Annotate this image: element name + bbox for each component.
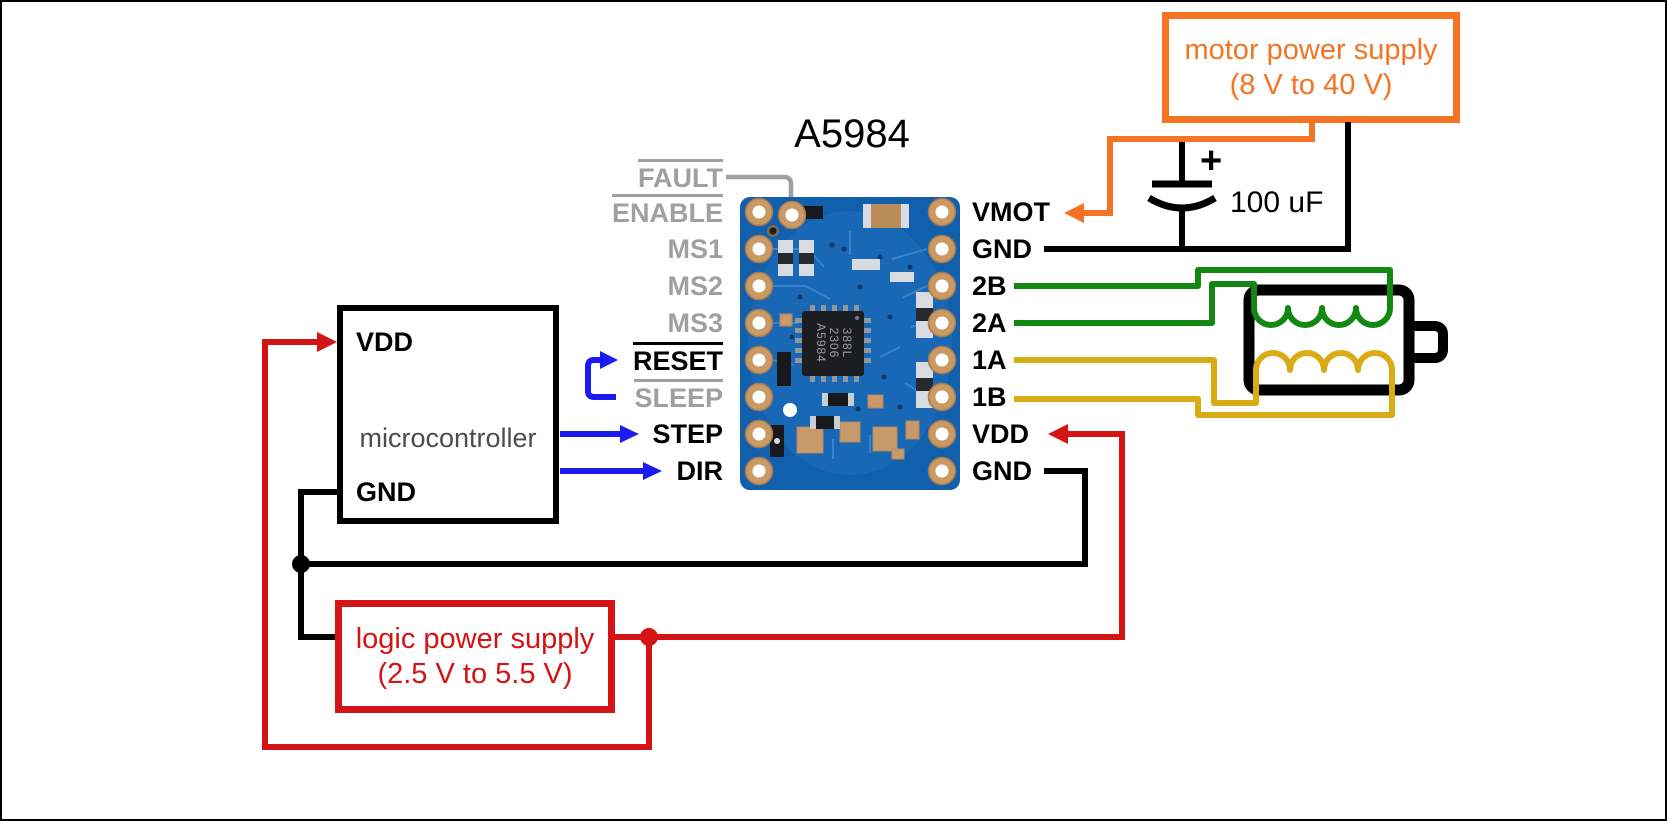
logic-junction-dot [640, 628, 658, 646]
pin-label-ms2: MS2 [667, 271, 723, 301]
wire-mcu-gnd [298, 489, 339, 640]
pin-label-dir: DIR [676, 456, 724, 486]
wire-sleep-to-reset [585, 357, 616, 400]
control-wires [560, 357, 647, 474]
motor-supply-line2: (8 V to 40 V) [1229, 68, 1393, 101]
pin-label-reset: RESET [632, 342, 723, 376]
smd-diode-left [777, 352, 791, 386]
pin-label-fault-text: FAULT [638, 159, 723, 193]
pin-label-2a: 2A [972, 308, 1007, 338]
gnd-junction-dot [292, 555, 310, 573]
pin-label-1b: 1B [972, 382, 1007, 412]
chip-title: A5984 [794, 112, 910, 156]
driver-ic: 388L 2306 A5984 [795, 305, 871, 382]
logic-supply-line1: logic power supply [355, 622, 595, 655]
driver-board: 388L 2306 A5984 [740, 197, 960, 490]
wire-2a [1014, 281, 1257, 326]
wire-2b [1014, 267, 1393, 308]
smd-small-2 [890, 272, 914, 282]
motor-power-supply-box: motor power supply (8 V to 40 V) [1162, 12, 1460, 123]
smd-mid-2 [810, 416, 840, 429]
vmot-arrowhead [1064, 203, 1084, 223]
logic-supply-line2: (2.5 V to 5.5 V) [377, 657, 573, 690]
motor-body [1243, 284, 1415, 396]
wire-1b [1014, 370, 1395, 418]
wire-1a [1014, 357, 1259, 406]
logic-power-supply-box: logic power supply (2.5 V to 5.5 V) [335, 600, 615, 713]
pin-label-reset-text: RESET [632, 342, 723, 376]
microcontroller-box: VDD microcontroller GND [337, 305, 559, 524]
pin-label-enable: ENABLE [611, 194, 723, 228]
pin-label-step: STEP [652, 419, 723, 449]
coil-yellow [1253, 350, 1395, 373]
capacitor-symbol [1147, 180, 1217, 212]
smd-small-1 [852, 259, 880, 270]
pin-label-1a: 1A [972, 345, 1007, 375]
coil1-wires [1014, 350, 1395, 418]
capacitor-plate-bottom [1147, 194, 1217, 212]
driver-vdd-arrowhead [1048, 424, 1068, 444]
motor-supply-line1: motor power supply [1184, 33, 1438, 66]
pin-label-2b: 2B [972, 271, 1007, 301]
pin-label-ms1: MS1 [667, 234, 723, 264]
mcu-name-label: microcontroller [359, 423, 537, 453]
pin-label-sleep-text: SLEEP [634, 379, 723, 413]
pin-label-gnd-top: GND [972, 234, 1032, 264]
pin-label-ms3: MS3 [667, 308, 723, 338]
ic-pin1-dot [854, 315, 860, 321]
mcu-gnd-label: GND [356, 477, 416, 507]
coil-green [1251, 305, 1393, 328]
ic-marking-line2: 2306 [827, 328, 841, 359]
capacitor-polarity-label: + [1200, 140, 1223, 182]
pin-label-sleep: SLEEP [634, 379, 723, 413]
smd-mid-1 [822, 393, 854, 406]
capacitor-value-label: 100 uF [1230, 186, 1324, 219]
pin-label-vdd: VDD [972, 419, 1030, 449]
mcu-vdd-label: VDD [356, 327, 414, 357]
pcb-white-via [783, 403, 797, 417]
pin-label-gnd-bottom: GND [972, 456, 1032, 486]
mcu-vdd-arrowhead [317, 332, 337, 352]
ic-marking-line1: 388L [840, 328, 854, 359]
dir-arrowhead [643, 462, 662, 480]
pin-label-vmot: VMOT [972, 197, 1050, 227]
coil2-wires [1014, 267, 1393, 328]
ic-body [802, 311, 864, 376]
pin-label-fault: FAULT [638, 159, 723, 193]
motor-shaft [1402, 321, 1448, 363]
reset-arrowhead [600, 351, 618, 369]
fault-pad [777, 200, 807, 230]
ic-marking-line3: A5984 [814, 323, 828, 363]
step-arrowhead [620, 425, 639, 443]
stepper-motor [1243, 284, 1448, 396]
pin-label-enable-text: ENABLE [611, 194, 723, 228]
pcb-vias [789, 242, 913, 412]
